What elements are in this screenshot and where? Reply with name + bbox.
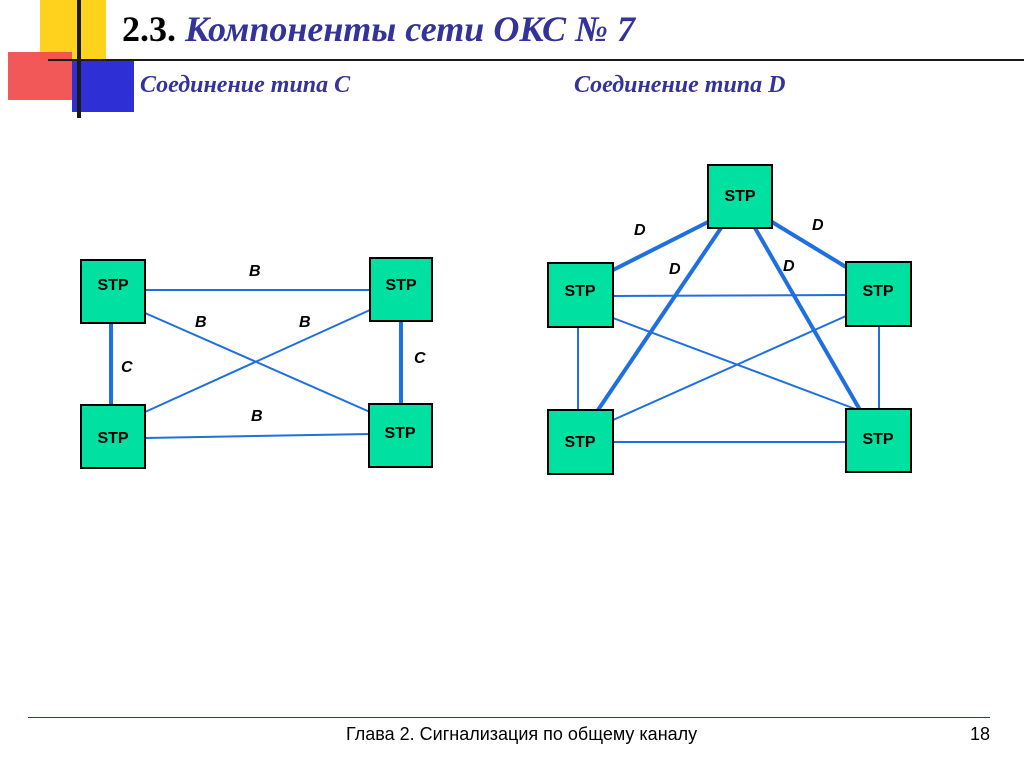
subtitle-type-d: Соединение типа D [574,72,786,98]
stp-label: STP [862,283,893,300]
stp-label: STP [564,434,595,451]
link-cross-1 [612,317,859,411]
stp-label: STP [384,425,415,442]
page-title: 2.3. Компоненты сети ОКС № 7 [122,8,635,50]
stp-label: STP [862,431,893,448]
link-d [753,227,862,411]
link-d [612,220,709,272]
title-text: Компоненты сети ОКС № 7 [185,9,635,49]
link-b-diag-2 [144,309,371,413]
link-b-bottom [144,433,371,439]
stp-node: STP [80,259,146,324]
link-mid-horizontal [612,294,847,297]
link-d [770,220,848,269]
stp-label: STP [724,188,755,205]
diagram-type-c: STP STP STP STP B B B B C C [80,257,433,469]
stp-label: STP [97,277,128,294]
stp-node: STP [845,261,912,327]
link-label-d: D [669,261,681,278]
network-diagram: STP STP STP STP B B B B C C [80,164,912,475]
title-number: 2.3. [122,9,176,49]
stp-node: STP [547,262,614,328]
link-label-d: D [812,217,824,234]
stp-node: STP [368,403,433,468]
decor-yellow-square [40,0,106,60]
link-d [596,226,723,412]
stp-node: STP [845,408,912,473]
subtitle-type-c: Соединение типа C [140,72,351,98]
footer-divider [28,717,990,718]
link-label-c: C [414,350,426,367]
link-label-b: B [251,408,263,425]
decor-horizontal-line [48,59,1024,61]
link-cross-2 [612,315,847,421]
link-label-b: B [195,314,207,331]
link-label-c: C [121,359,133,376]
link-label-d: D [783,258,795,275]
stp-node: STP [707,164,773,229]
decor-blue-square [72,60,134,112]
stp-node: STP [80,404,146,469]
footer-text: Глава 2. Сигнализация по общему каналу [346,724,698,744]
stp-label: STP [564,283,595,300]
stp-label: STP [385,277,416,294]
link-label-d: D [634,222,646,239]
page-number: 18 [970,724,991,744]
link-b-diag-1 [144,312,371,413]
stp-node: STP [369,257,433,322]
diagram-type-d: STP STP STP STP STP D D D D [547,164,912,475]
stp-label: STP [97,430,128,447]
link-label-b: B [299,314,311,331]
stp-node: STP [547,409,614,475]
link-label-b: B [249,263,261,280]
